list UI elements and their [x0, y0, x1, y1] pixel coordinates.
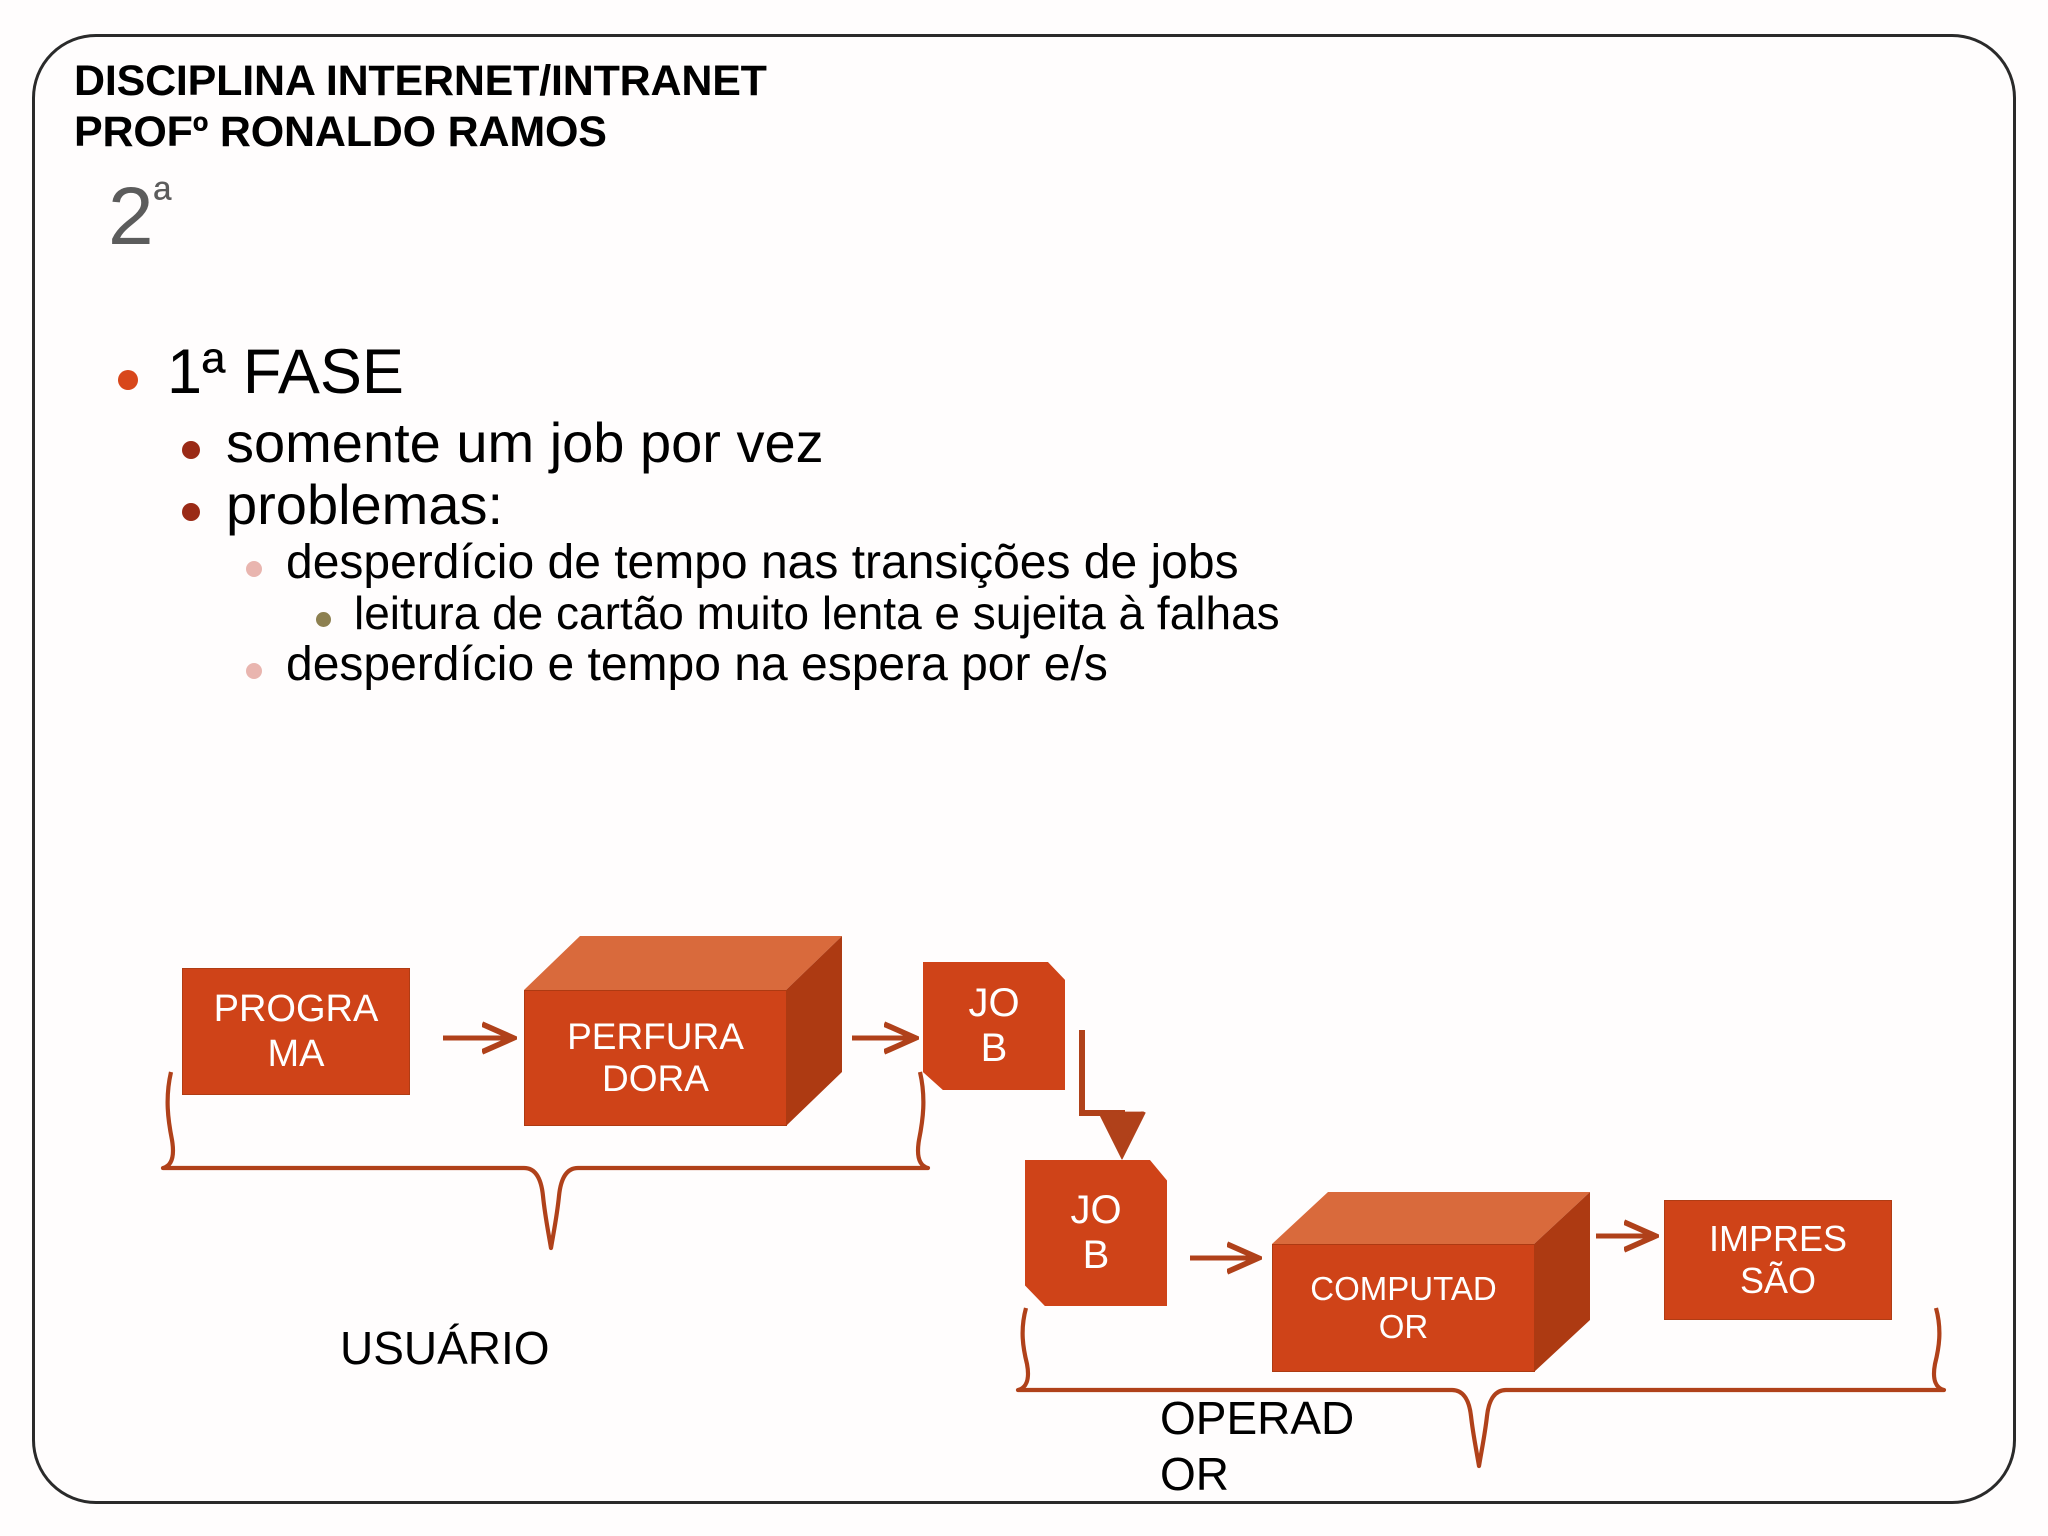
list-item: somente um job por vez — [182, 410, 1918, 474]
label-usuario: USUÁRIO — [340, 1322, 550, 1374]
page-title: 2ª — [108, 176, 171, 258]
node-label-line1: PERFURA — [567, 1016, 744, 1057]
usuario-brace — [160, 1071, 931, 1251]
bullet-dot-icon — [316, 611, 331, 627]
node-label-line2: DORA — [602, 1058, 709, 1099]
header-line-2: PROFº RONALDO RAMOS — [74, 107, 607, 156]
list-item: problemas: — [182, 472, 1918, 536]
node-label-line2: OR — [1378, 1308, 1429, 1345]
bullet-text: desperdício de tempo nas transições de j… — [286, 535, 1239, 589]
arrow-job1-to-job2 — [1079, 1030, 1122, 1150]
diagram-node-programa[interactable]: PROGRA MA — [182, 968, 410, 1095]
diagram-node-computador[interactable]: COMPUTAD OR — [1272, 1192, 1590, 1372]
operador-brace — [1015, 1307, 1947, 1469]
slide-number-value: 2 — [108, 171, 154, 262]
label-operador: OPERAD OR — [1160, 1390, 1354, 1502]
diagram-node-impressao[interactable]: IMPRES SÃO — [1664, 1200, 1892, 1320]
bullet-text: desperdício e tempo na espera por e/s — [286, 637, 1108, 691]
bullet-dot-icon — [182, 440, 200, 459]
bullet-text: leitura de cartão muito lenta e sujeita … — [354, 586, 1280, 639]
cube-front-face[interactable]: PERFURA DORA — [524, 990, 787, 1126]
diagram-node-job-1[interactable]: JO B — [923, 962, 1065, 1090]
node-label-line2: B — [1082, 1233, 1110, 1277]
cube-top-face — [1272, 1192, 1590, 1244]
node-label-line1: JO — [1070, 1188, 1122, 1232]
list-item: desperdício e tempo na espera por e/s — [246, 637, 1918, 691]
label-operador-line2: OR — [1160, 1448, 1229, 1501]
bullet-text: 1ª FASE — [167, 337, 404, 407]
node-label-line1: IMPRES — [1708, 1217, 1848, 1259]
node-label-line1: COMPUTAD — [1310, 1270, 1497, 1307]
node-label-line1: JO — [968, 981, 1020, 1025]
list-item: leitura de cartão muito lenta e sujeita … — [316, 586, 1918, 639]
bullet-dot-icon — [246, 662, 262, 679]
bullet-text: somente um job por vez — [226, 410, 824, 474]
slide-number-ordinal: ª — [153, 173, 172, 227]
list-item: desperdício de tempo nas transições de j… — [246, 538, 1918, 588]
bullet-list: 1ª FASE somente um job por vez problemas… — [118, 337, 1918, 692]
node-label-line1: PROGRA — [213, 987, 379, 1030]
list-item: 1ª FASE — [118, 337, 1918, 407]
diagram-node-perfuradora[interactable]: PERFURA DORA — [524, 936, 842, 1126]
cube-front-face[interactable]: COMPUTAD OR — [1272, 1244, 1535, 1372]
bullet-dot-icon — [118, 370, 138, 390]
slide-header: DISCIPLINA INTERNET/INTRANET PROFº RONAL… — [74, 56, 1474, 157]
bullet-dot-icon — [246, 560, 262, 577]
label-operador-line1: OPERAD — [1160, 1392, 1355, 1444]
bullet-text: problemas: — [226, 472, 504, 536]
diagram-node-job-2[interactable]: JO B — [1025, 1160, 1167, 1306]
cube-top-face — [524, 936, 842, 990]
node-label-line2: SÃO — [1739, 1260, 1817, 1301]
header-line-1: DISCIPLINA INTERNET/INTRANET — [74, 57, 767, 105]
node-label-line2: MA — [267, 1032, 325, 1075]
bullet-dot-icon — [182, 502, 200, 521]
node-label-line2: B — [980, 1026, 1008, 1070]
